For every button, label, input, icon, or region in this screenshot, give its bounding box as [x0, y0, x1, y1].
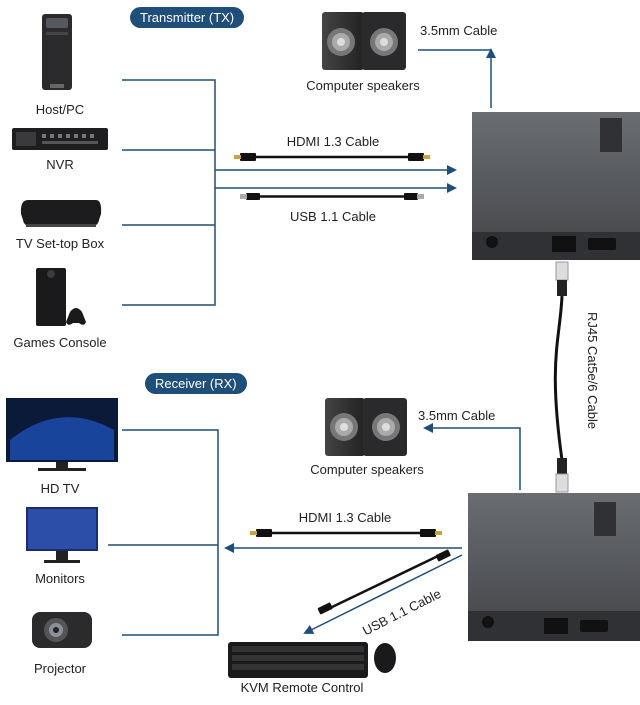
hdmi-cable-label-top: HDMI 1.3 Cable: [286, 134, 380, 149]
tx-hdmi-cable-icon: [234, 153, 430, 161]
projector-icon: [32, 612, 92, 648]
host-pc-icon: [42, 14, 72, 90]
rx-speakers-icon: [325, 398, 407, 456]
rj45-cable-label: RJ45 Cat5e/6 Cable: [585, 312, 600, 430]
speakers-label-top: Computer speakers: [306, 78, 420, 93]
set-top-box-label: TV Set-top Box: [15, 236, 105, 251]
kvm-mouse-icon: [374, 643, 396, 673]
audio-cable-label-top: 3.5mm Cable: [420, 23, 498, 38]
kvm-keyboard-icon: [228, 642, 368, 678]
rj45-cable-icon: [553, 261, 569, 493]
rx-badge: Receiver (RX): [145, 373, 247, 394]
rx-bus-lines: [108, 423, 521, 636]
tx-speakers-icon: [322, 12, 406, 70]
set-top-box-icon: [20, 200, 102, 227]
tx-bus-lines: [122, 48, 496, 306]
hd-tv-label: HD TV: [40, 481, 80, 496]
audio-cable-label-bottom: 3.5mm Cable: [418, 408, 496, 423]
projector-label: Projector: [33, 661, 87, 676]
games-console-icon: [36, 268, 86, 326]
monitors-label: Monitors: [35, 571, 85, 586]
hdmi-cable-label-bottom: HDMI 1.3 Cable: [298, 510, 392, 525]
rx-extender-unit: [468, 493, 640, 641]
usb-cable-label-top: USB 1.1 Cable: [290, 209, 376, 224]
rx-usb-cable-icon: [317, 549, 451, 615]
nvr-icon: [12, 128, 108, 150]
rx-hdmi-cable-icon: [250, 529, 442, 537]
host-pc-label: Host/PC: [35, 102, 85, 117]
tx-usb-cable-icon: [240, 193, 424, 200]
games-console-label: Games Console: [13, 335, 107, 350]
tx-badge: Transmitter (TX): [130, 7, 245, 28]
tx-extender-unit: [472, 112, 640, 260]
monitor-icon: [26, 507, 98, 563]
nvr-label: NVR: [46, 157, 74, 172]
kvm-remote-label: KVM Remote Control: [240, 680, 364, 695]
speakers-label-bottom: Computer speakers: [310, 462, 424, 477]
hd-tv-icon: [6, 398, 118, 471]
